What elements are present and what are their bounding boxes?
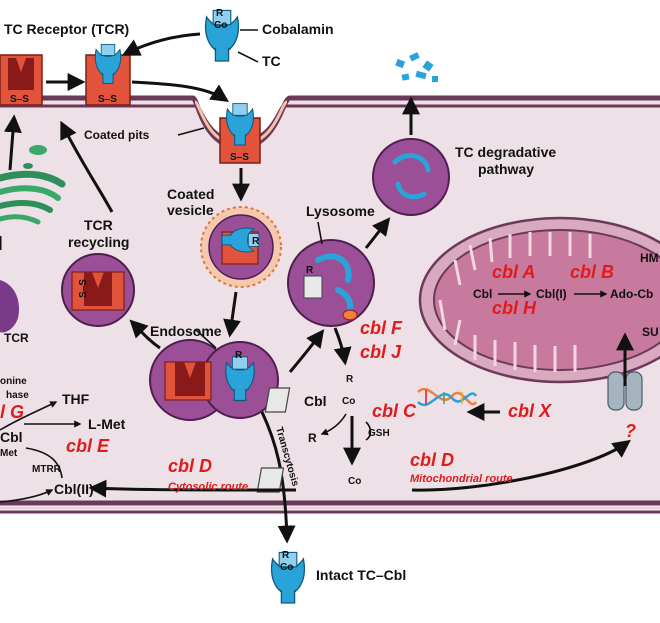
gene-cbl-b: cbl B [570,262,614,282]
gene-cbl-e: cbl E [66,436,110,456]
gene-cbl-h: cbl H [492,298,537,318]
tc-receptor-bound: S–S [85,43,131,106]
mito-transporter [607,371,643,411]
cbl-ii-label: Cbl(II) [54,481,94,497]
mitochondrion [418,216,660,384]
disulfide-label: S–S [98,94,117,105]
gene-cbl-x: cbl X [508,401,552,421]
tc-fragments [395,52,438,82]
gene-cbl-j: cbl J [360,342,402,362]
svg-text:hase: hase [6,390,29,401]
cbl-left-label: Cbl [0,429,23,445]
intact-tc-cbl: R Co [270,550,306,604]
methionine-synthase-label: onine [0,376,27,387]
cbl-square: Co R [264,374,355,413]
tc-cobalamin-free: R Co [204,8,240,62]
tc-receptor-label: TC Receptor (TCR) [4,21,129,37]
svg-text:pathway: pathway [478,161,534,177]
endosome: R [149,339,279,421]
endosome-label: Endosome [150,323,222,339]
golgi-apparatus [0,145,66,333]
tcr-golgi-label: TCR [4,331,29,345]
gene-cbl-c: cbl C [372,401,417,421]
disulfide-label: S–S [10,94,29,105]
svg-text:R: R [252,236,260,247]
gene-cbl-f: cbl F [360,318,403,338]
coated-vesicle: R [200,206,282,288]
tc-label: TC [262,53,281,69]
mtrr-label: MTRR [32,464,62,475]
svg-text:recycling: recycling [68,234,129,250]
lysosome: R [287,239,375,327]
mito-adocbl-label: Ado-Cb [610,287,653,301]
tc-degradative-vesicle [372,138,450,216]
dna-helix [417,388,478,406]
svg-text:R: R [308,431,317,445]
thf-label: THF [62,391,90,407]
svg-text:vesicle: vesicle [167,202,214,218]
tcr-recycling-vesicle: S–S [61,253,135,327]
gsh-label: GSH [368,428,390,439]
unknown-step-label: ? [625,421,636,441]
svg-text:Co: Co [280,562,293,573]
gene-cbl-g: l G [0,402,24,422]
disulfide-label: S–S [230,152,249,163]
coated-pits-label: Coated pits [84,128,150,142]
lysosome-label: Lysosome [306,203,375,219]
svg-text:Co: Co [348,476,361,487]
mito-hm-label: HM [640,251,659,265]
cytosolic-route-label: Cytosolic route [168,481,248,493]
cobalamin-label: Cobalamin [262,21,334,37]
tc-receptor-left: S–S [0,54,43,106]
tc-degradative-label: TC degradative [455,144,556,160]
svg-text:R: R [346,374,354,385]
gene-cbl-d-cytosolic: cbl D [168,456,212,476]
tcr-recycling-label: TCR [84,217,113,233]
cbl-ii-square: Co [256,467,361,493]
svg-text:R: R [235,350,243,361]
svg-text:R: R [216,8,224,19]
svg-text:Co: Co [342,396,355,407]
gene-cbl-d-mitochondrial: cbl D [410,450,454,470]
cytosol-cbl-label: Cbl [304,393,327,409]
coated-vesicle-label: Coated [167,186,214,202]
l-met-label: L-Met [88,416,126,432]
mito-su-label: SU [642,325,659,339]
svg-text:R: R [282,550,290,561]
coated-pit-receptor: S–S [219,103,261,164]
intact-tc-cbl-label: Intact TC–Cbl [316,567,406,583]
mitochondrial-route-label: Mitochondrial route [410,473,513,485]
svg-text:R: R [306,265,314,276]
gene-cbl-a: cbl A [492,262,535,282]
mito-cbl-label: Cbl [473,287,492,301]
svg-text:S–S: S–S [78,279,89,298]
mito-cbl-i-label: Cbl(I) [536,287,567,301]
met-left-label: Met [0,448,18,459]
svg-text:Co: Co [214,20,227,31]
